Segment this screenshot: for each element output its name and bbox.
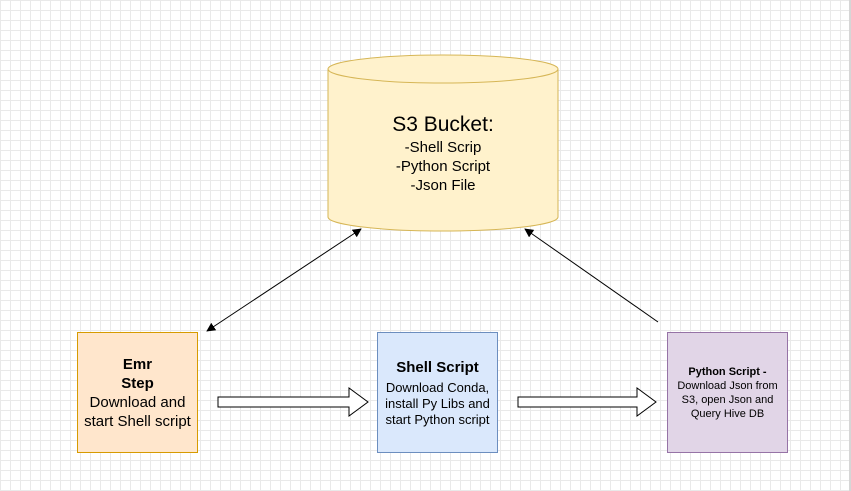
shell-script-desc-line1: Download Conda,	[385, 379, 490, 395]
s3-bucket-cylinder[interactable]	[327, 54, 559, 232]
emr-step-title-line1: Emr	[122, 355, 153, 373]
python-script-desc-line1: Download Json from	[677, 379, 778, 392]
emr-step-desc-line1: Download and	[89, 393, 186, 411]
emr-to-s3-connector[interactable]	[206, 228, 362, 332]
shell-script-desc-line3: start Python script	[385, 411, 490, 427]
emr-step-box[interactable]: Emr Step Download and start Shell script	[77, 332, 198, 453]
s3-bucket-top	[327, 54, 559, 84]
s3-item-shell: -Shell Scrip	[404, 139, 482, 156]
python-script-desc-line3: Query Hive DB	[690, 407, 765, 420]
python-script-title: Python Script -	[688, 365, 767, 378]
canvas-right-edge	[849, 0, 851, 491]
shell-to-python-block-arrow[interactable]	[517, 387, 657, 417]
emr-step-title-line2: Step	[121, 374, 154, 392]
python-script-box[interactable]: Python Script - Download Json from S3, o…	[667, 332, 788, 453]
shell-script-title: Shell Script	[396, 358, 479, 376]
s3-bucket-title: S3 Bucket:	[392, 113, 494, 136]
s3-item-python: -Python Script	[395, 158, 491, 175]
python-script-desc-line2: S3, open Json and	[681, 393, 774, 406]
s3-bucket-body	[327, 69, 559, 232]
python-to-s3-connector[interactable]	[524, 228, 659, 323]
shell-script-box[interactable]: Shell Script Download Conda, install Py …	[377, 332, 498, 453]
emr-to-shell-block-arrow[interactable]	[217, 387, 369, 417]
s3-item-json: -Json File	[410, 177, 476, 194]
emr-step-desc-line2: start Shell script	[84, 412, 191, 430]
shell-script-desc-line2: install Py Libs and	[385, 395, 490, 411]
s3-bucket-label: S3 Bucket: -Shell Scrip -Python Script -…	[328, 112, 558, 195]
